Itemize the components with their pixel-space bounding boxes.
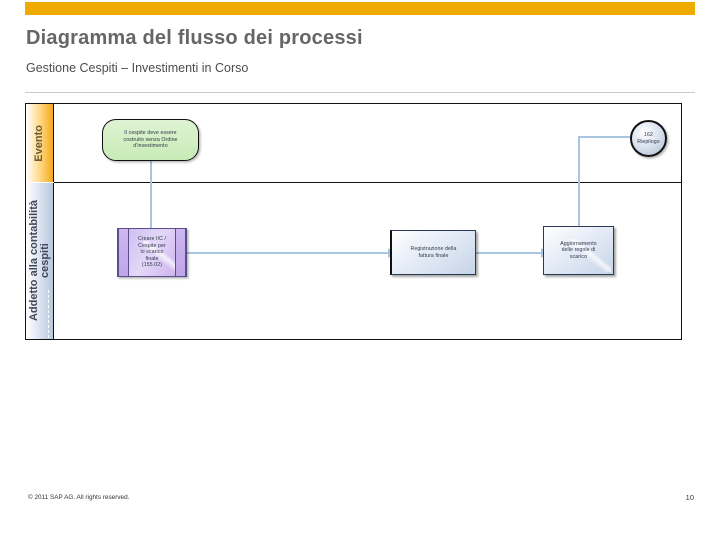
title-divider bbox=[25, 92, 695, 93]
lane-divider bbox=[54, 182, 681, 183]
node-register-invoice[interactable]: Registrazione della fattura finale bbox=[390, 230, 476, 275]
node-start-event[interactable]: Il cespite deve essere costruito senza O… bbox=[102, 119, 199, 161]
connector-update-to-end-vertical bbox=[578, 136, 580, 226]
footer-copyright: © 2011 SAP AG. All rights reserved. bbox=[28, 494, 130, 501]
node-create-iic[interactable]: Creare IIC / Cespite per lo scarico fina… bbox=[117, 228, 187, 277]
node-end-summary-label: 162 Riepilogo bbox=[637, 132, 660, 145]
lane-dashed-marker bbox=[48, 290, 49, 338]
node-create-iic-label: Creare IIC / Cespite per lo scarico fina… bbox=[137, 236, 166, 269]
node-update-rules[interactable]: Aggiornamento delle regole di scarico bbox=[543, 226, 614, 275]
page-title: Diagramma del flusso dei processi bbox=[26, 27, 363, 49]
connector-update-to-end-horizontal bbox=[578, 136, 636, 138]
footer-page-number: 10 bbox=[685, 493, 694, 502]
node-end-summary[interactable]: 162 Riepilogo bbox=[630, 120, 667, 157]
connector-create-to-register bbox=[186, 252, 389, 254]
node-update-rules-label: Aggiornamento delle regole di scarico bbox=[560, 240, 597, 260]
process-flow-diagram: Evento Addetto alla contabilità cespiti … bbox=[25, 103, 682, 340]
page-subtitle: Gestione Cespiti – Investimenti in Corso bbox=[26, 61, 249, 75]
lane-header-evento: Evento bbox=[26, 104, 54, 182]
accent-bar bbox=[25, 2, 695, 15]
lane-header-addetto: Addetto alla contabilità cespiti bbox=[26, 183, 54, 339]
lane-label-evento: Evento bbox=[33, 124, 45, 162]
connector-start-to-create bbox=[150, 161, 152, 246]
node-start-event-label: Il cespite deve essere costruito senza O… bbox=[123, 130, 178, 150]
connector-register-to-update bbox=[476, 252, 542, 254]
node-register-invoice-label: Registrazione della fattura finale bbox=[410, 245, 457, 259]
